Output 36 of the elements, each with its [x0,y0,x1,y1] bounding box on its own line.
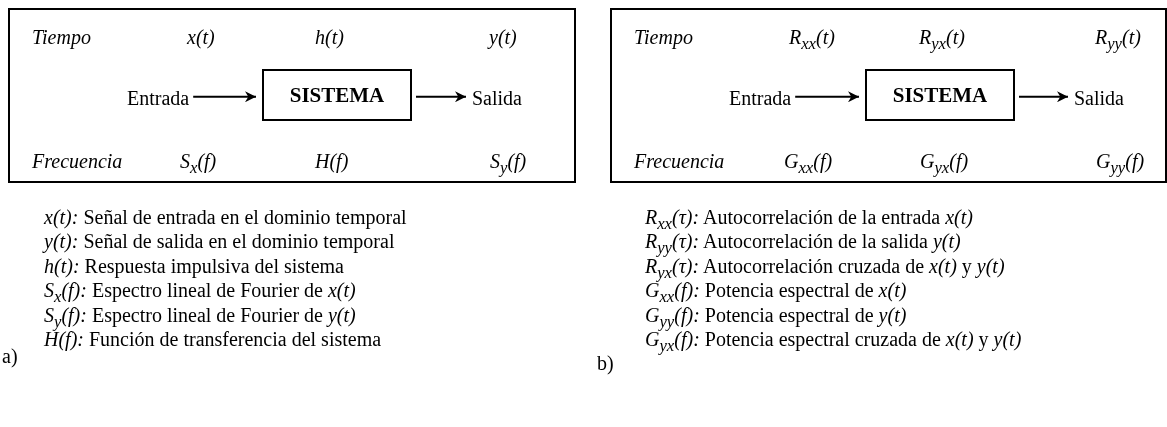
signal-label: x(t) [187,26,215,49]
row-heading: Frecuencia [634,150,725,173]
definition-text: y(t): Señal de salida en el dominio temporal [44,230,395,253]
panel-frame [8,8,576,183]
definition-text: R$_{xx}$(τ): Autocorrelación de la entrada x(t) [645,206,973,233]
definition-text: R$_{yy}$(τ): Autocorrelación de la salida y(t) [645,230,961,258]
signal-label: Salida [1074,87,1124,110]
definition-text: S$_{x}$(f): Espectro lineal de Fourier de x(t) [44,279,356,307]
signal-label: S$_{x}$(f) [180,150,217,178]
row-heading: Tiempo [32,26,91,49]
panel-frame [610,8,1167,183]
signal-label: G$_{yx}$(f) [920,150,969,178]
panel-letter: b) [597,352,614,375]
signal-label: R$_{yy}$(t) [1095,26,1141,54]
row-heading: Tiempo [634,26,693,49]
signal-label: G$_{yy}$(f) [1096,150,1145,178]
signal-label: R$_{yx}$(t) [919,26,965,54]
definition-text: h(t): Respuesta impulsiva del sistema [44,255,344,278]
definition-text: x(t): Señal de entrada en el dominio temporal [44,206,407,229]
arrow [416,91,466,103]
signal-label: G$_{xx}$(f) [784,150,833,178]
system-box: SISTEMA [262,69,412,121]
signal-label: S$_{y}$(f) [490,150,527,178]
signal-label: R$_{xx}$(t) [789,26,835,54]
signal-label: Salida [472,87,522,110]
system-box: SISTEMA [865,69,1015,121]
signal-label: Entrada [729,87,792,110]
arrow [1019,91,1068,103]
signal-label: y(t) [489,26,517,49]
panel-letter: a) [2,345,18,368]
signal-label: h(t) [315,26,344,49]
arrow [795,91,859,103]
signal-label: H(f) [315,150,349,173]
signal-label: Entrada [127,87,190,110]
row-heading: Frecuencia [32,150,123,173]
arrow [193,91,256,103]
